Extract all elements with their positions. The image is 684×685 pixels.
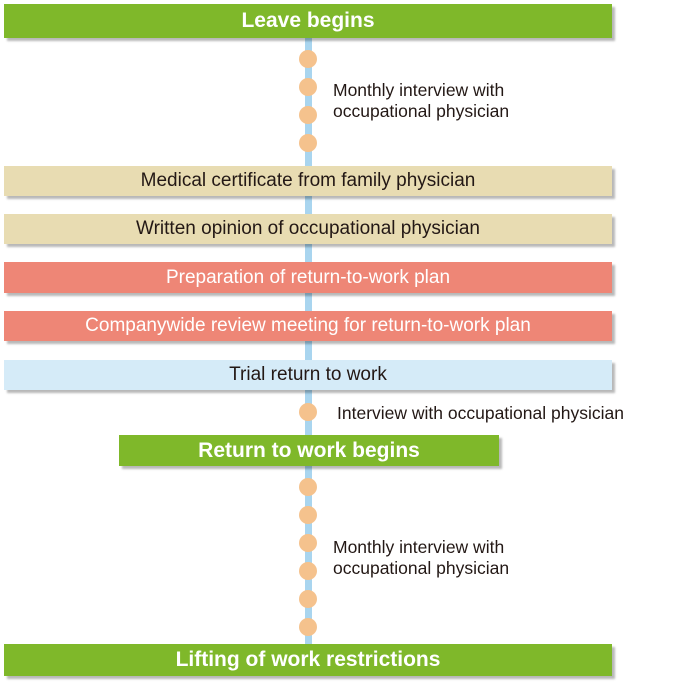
review-meeting-box: Companywide review meeting for return-to… xyxy=(4,311,612,341)
preparation-plan-label: Preparation of return-to-work plan xyxy=(165,266,451,288)
return-begins-label: Return to work begins xyxy=(198,438,420,462)
timeline-line-segment xyxy=(305,341,312,360)
interview-dot xyxy=(299,134,317,152)
lifting-restrictions-label: Lifting of work restrictions xyxy=(175,648,441,671)
medical-certificate-label: Medical certificate from family physicia… xyxy=(140,170,476,191)
monthly-interview-note-line: Monthly interview with xyxy=(333,537,505,557)
interview-dot xyxy=(299,534,317,552)
timeline-line-segment xyxy=(305,244,312,262)
timeline-line-segment xyxy=(305,38,312,166)
timeline-line-segment xyxy=(305,196,312,214)
interview-dot xyxy=(299,562,317,580)
monthly-interview-note: Monthly interview with occupational phys… xyxy=(333,80,509,122)
interview-dot xyxy=(299,478,317,496)
interview-dot xyxy=(299,106,317,124)
interview-dot xyxy=(299,618,317,636)
medical-certificate-box: Medical certificate from family physicia… xyxy=(4,166,612,196)
leave-begins-box: Leave begins xyxy=(4,4,612,38)
interview-dot xyxy=(299,590,317,608)
interview-dot xyxy=(299,403,317,421)
timeline-line-segment xyxy=(305,466,312,644)
timeline-line-segment xyxy=(305,293,312,311)
monthly-interview-note-line: occupational physician xyxy=(333,101,510,121)
monthly-interview-note-line: Monthly interview with xyxy=(333,80,505,100)
monthly-interview-note-line: occupational physician xyxy=(333,558,510,578)
return-begins-box: Return to work begins xyxy=(119,435,499,466)
interview-dot xyxy=(299,78,317,96)
interview-dot xyxy=(299,50,317,68)
trial-return-label: Trial return to work xyxy=(229,364,387,385)
leave-begins-label: Leave begins xyxy=(241,9,375,32)
lifting-restrictions-box: Lifting of work restrictions xyxy=(4,644,612,676)
preparation-plan-box: Preparation of return-to-work plan xyxy=(4,262,612,293)
review-meeting-label: Companywide review meeting for return-to… xyxy=(85,315,531,336)
trial-return-box: Trial return to work xyxy=(4,360,612,390)
interview-dot xyxy=(299,506,317,524)
written-opinion-box: Written opinion of occupational physicia… xyxy=(4,214,612,244)
written-opinion-label: Written opinion of occupational physicia… xyxy=(136,218,480,239)
interview-after-trial-note-line: Interview with occupational physician xyxy=(337,403,624,423)
interview-after-trial-note: Interview with occupational physician xyxy=(337,403,624,424)
monthly-interview-note: Monthly interview with occupational phys… xyxy=(333,537,509,579)
